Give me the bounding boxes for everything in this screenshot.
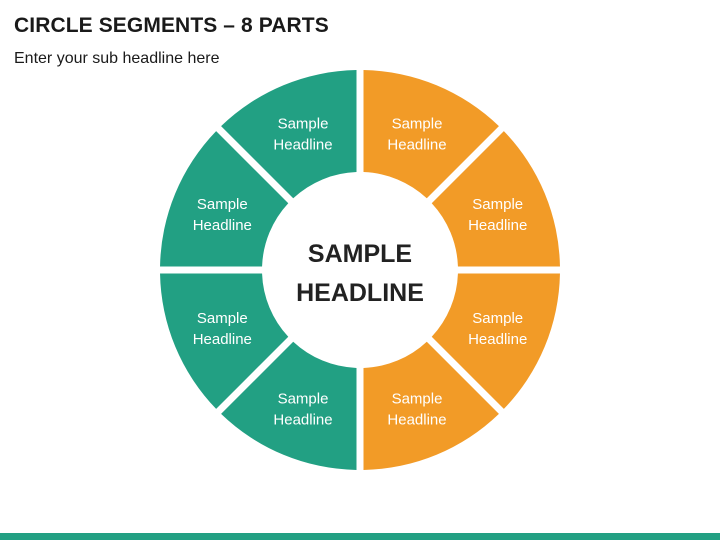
- ring-segment-1: [363, 70, 499, 199]
- segment-2-label-line1: Sample: [472, 196, 523, 213]
- footer-bar: [0, 533, 720, 540]
- ring-segment-7: [160, 131, 289, 267]
- segment-4-label-line2: Headline: [387, 412, 446, 429]
- segment-8-label-line2: Headline: [273, 136, 332, 153]
- ring-segment-4: [363, 341, 499, 470]
- center-headline-line1: SAMPLE: [308, 240, 412, 268]
- segment-8-label-line1: Sample: [278, 115, 329, 132]
- ring-segment-3: [431, 273, 560, 409]
- segment-1-label-line2: Headline: [387, 136, 446, 153]
- ring-segment-5: [221, 341, 357, 470]
- segment-7-label-line2: Headline: [193, 217, 252, 234]
- segment-6-label-line2: Headline: [193, 331, 252, 348]
- segment-6-label-line1: Sample: [197, 310, 248, 327]
- center-headline-line2: HEADLINE: [296, 279, 424, 307]
- segment-4-label-line1: Sample: [392, 391, 443, 408]
- segment-1-label-line1: Sample: [392, 115, 443, 132]
- segment-labels-group: SampleHeadlineSampleHeadlineSampleHeadli…: [193, 115, 528, 428]
- segment-3-label-line2: Headline: [468, 331, 527, 348]
- segment-5-label-line2: Headline: [273, 412, 332, 429]
- slide-title: CIRCLE SEGMENTS – 8 PARTS: [14, 14, 329, 37]
- ring-segment-8: [221, 70, 357, 199]
- segment-3-label-line1: Sample: [472, 310, 523, 327]
- ring-segment-6: [160, 273, 289, 409]
- segments-group: [160, 70, 560, 470]
- segment-7-label-line1: Sample: [197, 196, 248, 213]
- slide-subtitle: Enter your sub headline here: [14, 50, 220, 67]
- segment-5-label-line1: Sample: [278, 391, 329, 408]
- segment-2-label-line2: Headline: [468, 217, 527, 234]
- ring-segment-2: [431, 131, 560, 267]
